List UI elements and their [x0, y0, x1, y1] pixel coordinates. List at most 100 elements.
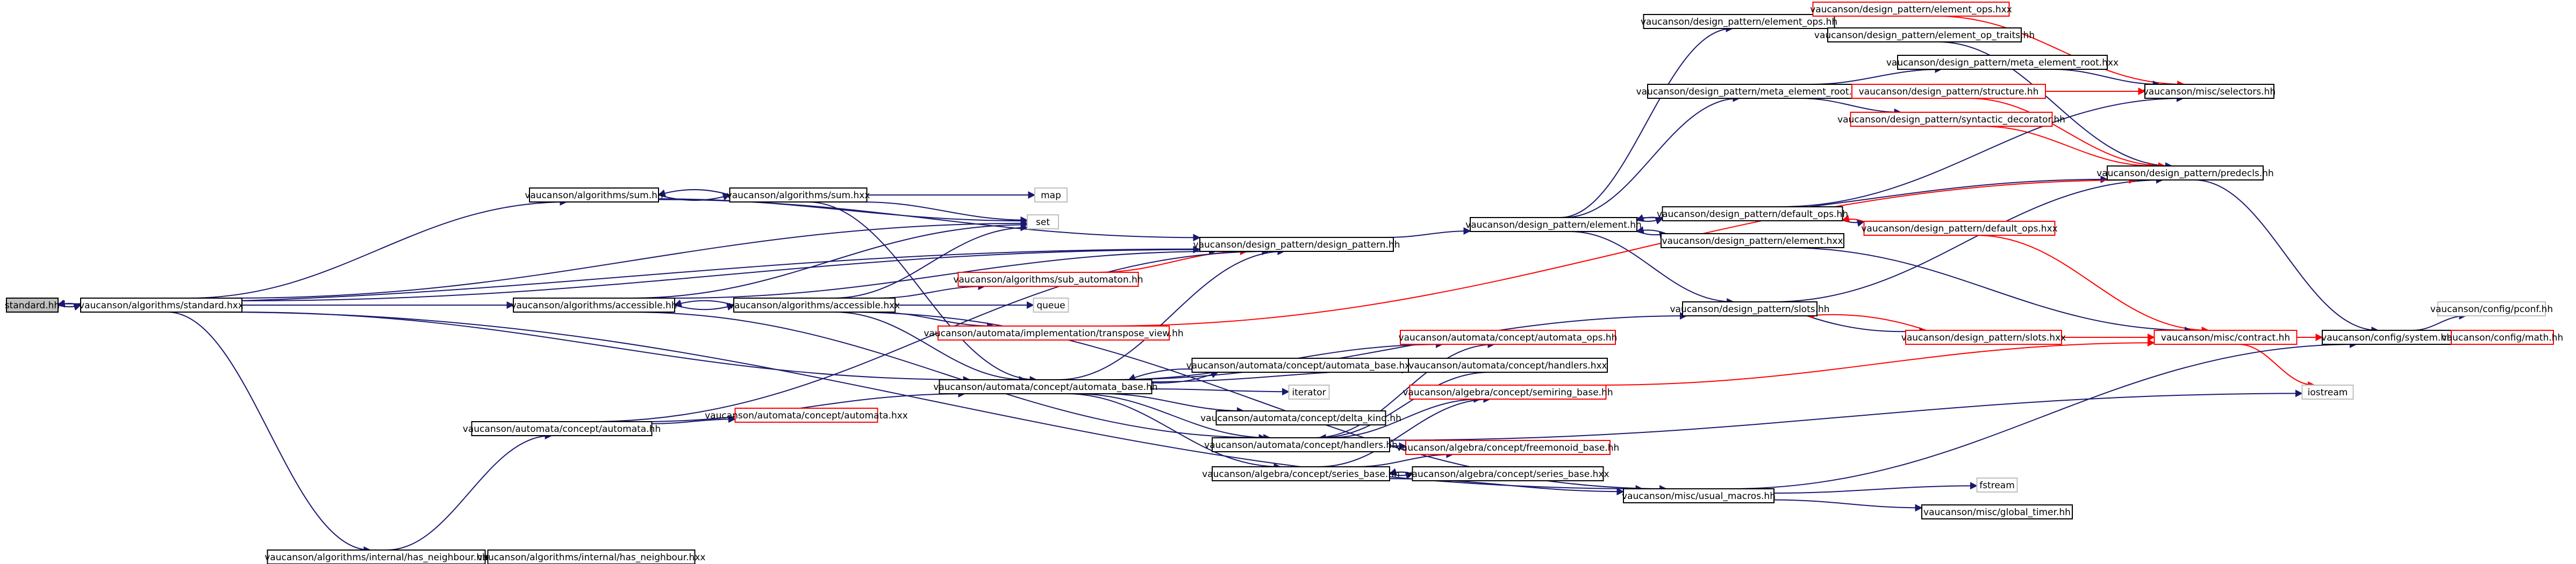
node-label: vaucanson/algorithms/sub_automaton.hh	[953, 274, 1143, 285]
dependency-edge	[1066, 393, 1282, 471]
file-node[interactable]: vaucanson/automata/concept/automata_base…	[933, 379, 1158, 394]
file-node[interactable]: vaucanson/algebra/concept/series_base.hh	[1202, 466, 1400, 481]
file-node[interactable]: vaucanson/config/math.hh	[2442, 330, 2564, 345]
node-box	[1033, 298, 1069, 313]
file-node[interactable]: vaucanson/design_pattern/default_ops.hxx	[1861, 221, 2058, 236]
file-node[interactable]: vaucanson/algorithms/standard.hxx	[79, 298, 244, 313]
file-node[interactable]: vaucanson/automata/concept/handlers.hh	[1204, 437, 1398, 452]
file-node[interactable]: vaucanson/automata/concept/automata_base…	[1186, 358, 1416, 373]
node-box	[1921, 504, 2073, 519]
file-node[interactable]: vaucanson/design_pattern/syntactic_decor…	[1837, 112, 2065, 127]
node-label: queue	[1036, 300, 1065, 311]
file-node[interactable]: vaucanson/misc/selectors.hh	[2143, 84, 2276, 99]
node-label: vaucanson/algorithms/sum.hh	[525, 190, 663, 201]
file-node[interactable]: vaucanson/automata/implementation/transp…	[924, 326, 1184, 341]
dependency-edge	[862, 201, 1028, 224]
node-label: vaucanson/design_pattern/element.hh	[1465, 220, 1642, 230]
file-node[interactable]: vaucanson/algebra/concept/semiring_base.…	[1403, 385, 1613, 400]
dependency-edge	[1389, 468, 1413, 476]
file-node[interactable]: vaucanson/algorithms/accessible.hxx	[729, 298, 900, 313]
file-node[interactable]: vaucanson/automata/concept/automata_ops.…	[1399, 330, 1618, 345]
node-box	[1662, 206, 1843, 221]
file-node[interactable]: vaucanson/misc/contract.hh	[2153, 330, 2298, 345]
node-box	[1470, 217, 1637, 232]
dependency-edge	[1936, 16, 2185, 88]
dependency-edge	[629, 312, 1266, 442]
file-node[interactable]: vaucanson/algebra/concept/series_base.hx…	[1406, 466, 1609, 481]
dependency-edge	[1356, 451, 1454, 467]
dependency-edge	[1564, 95, 1741, 218]
file-node[interactable]: vaucanson/algorithms/internal/has_neighb…	[264, 549, 488, 564]
dependency-edge	[1969, 98, 2166, 170]
dependency-edge	[658, 198, 1028, 225]
file-node[interactable]: vaucanson/design_pattern/structure.hh	[1851, 84, 2046, 99]
node-label: vaucanson/config/system.hh	[2321, 332, 2452, 343]
file-node: vaucanson/config/pconf.hh	[2430, 301, 2553, 316]
file-node[interactable]: vaucanson/automata/concept/automata.hh	[463, 421, 661, 436]
node-label: vaucanson/design_pattern/syntactic_decor…	[1837, 114, 2065, 125]
node-box	[267, 549, 486, 564]
node-box	[734, 408, 878, 423]
node-label: vaucanson/design_pattern/element.hxx	[1662, 236, 1843, 247]
nodes-layer: standard.hh vaucanson/algorithms/standard…	[5, 2, 2564, 564]
node-box	[2301, 385, 2354, 400]
file-node[interactable]: vaucanson/algorithms/accessible.hh	[511, 298, 677, 313]
file-node[interactable]: vaucanson/design_pattern/slots.hxx	[1901, 330, 2066, 345]
file-node[interactable]: vaucanson/algorithms/internal/has_neighb…	[477, 549, 706, 564]
file-node[interactable]: vaucanson/design_pattern/element.hxx	[1661, 233, 1844, 248]
dependency-edge	[241, 245, 1201, 301]
node-label: vaucanson/algorithms/internal/has_neighb…	[264, 552, 488, 563]
file-node[interactable]: vaucanson/algorithms/sum.hxx	[727, 187, 870, 203]
file-node[interactable]: vaucanson/automata/concept/handlers.hxx	[1408, 358, 1608, 373]
node-box	[2322, 330, 2452, 345]
file-node[interactable]: vaucanson/misc/usual_macros.hh	[1622, 488, 1776, 503]
file-node: set	[1027, 214, 1059, 229]
file-node[interactable]: vaucanson/design_pattern/design_pattern.…	[1193, 237, 1400, 252]
file-node[interactable]: vaucanson/algorithms/sum.hh	[525, 187, 663, 203]
node-label: set	[1036, 217, 1050, 228]
dependency-edge	[1318, 372, 1490, 442]
node-label: vaucanson/automata/concept/delta_kind.hh	[1200, 413, 1401, 424]
file-node[interactable]: vaucanson/algebra/concept/freemonoid_bas…	[1397, 440, 1620, 455]
file-node[interactable]: vaucanson/misc/global_timer.hh	[1921, 504, 2073, 519]
dependency-edge	[1800, 98, 1902, 116]
file-node[interactable]: vaucanson/design_pattern/element_op_trai…	[1814, 27, 2035, 42]
dependency-edge	[674, 303, 735, 311]
file-node[interactable]: vaucanson/design_pattern/meta_element_ro…	[1636, 84, 1864, 99]
dependency-edge	[1076, 393, 1271, 442]
file-node[interactable]: vaucanson/design_pattern/element_ops.hxx	[1810, 2, 2012, 17]
dependency-edge	[57, 248, 1200, 308]
node-box	[487, 549, 696, 564]
node-box	[2107, 165, 2264, 180]
dependency-edge	[1976, 235, 2209, 334]
dependency-edge	[1981, 126, 2156, 170]
node-label: fstream	[1979, 480, 2015, 491]
file-node[interactable]: vaucanson/config/system.hh	[2321, 330, 2452, 345]
dependency-edge	[877, 283, 986, 299]
dependency-edge	[386, 432, 553, 551]
node-label: vaucanson/design_pattern/element_op_trai…	[1814, 30, 2035, 41]
file-node[interactable]: vaucanson/algorithms/sub_automaton.hh	[953, 272, 1143, 287]
node-box	[1199, 237, 1394, 252]
file-node[interactable]: vaucanson/automata/concept/delta_kind.hh	[1200, 410, 1401, 425]
node-box	[733, 298, 896, 313]
file-node[interactable]: vaucanson/design_pattern/slots.hh	[1670, 301, 1830, 316]
node-label: vaucanson/design_pattern/element_ops.hh	[1641, 17, 1837, 27]
node-box	[471, 421, 653, 436]
file-node[interactable]: vaucanson/automata/concept/automata.hxx	[705, 408, 908, 423]
file-node[interactable]: vaucanson/design_pattern/element_ops.hh	[1641, 14, 1837, 29]
file-node[interactable]: vaucanson/design_pattern/meta_element_ro…	[1886, 55, 2119, 70]
node-label: standard.hh	[5, 300, 60, 311]
file-node[interactable]: vaucanson/design_pattern/predecls.hh	[2096, 165, 2274, 180]
dependency-edge	[1057, 248, 1285, 380]
node-box	[1405, 440, 1611, 455]
node-box	[1897, 55, 2108, 70]
node-box	[1212, 437, 1390, 452]
node-label: vaucanson/design_pattern/predecls.hh	[2096, 168, 2274, 179]
node-label: vaucanson/algorithms/accessible.hxx	[729, 300, 900, 311]
node-box	[1851, 84, 2046, 99]
node-label: vaucanson/design_pattern/default_ops.hxx	[1861, 223, 2057, 234]
file-node[interactable]: vaucanson/design_pattern/default_ops.hh	[1657, 206, 1848, 221]
file-node[interactable]: vaucanson/design_pattern/element.hh	[1465, 217, 1642, 232]
